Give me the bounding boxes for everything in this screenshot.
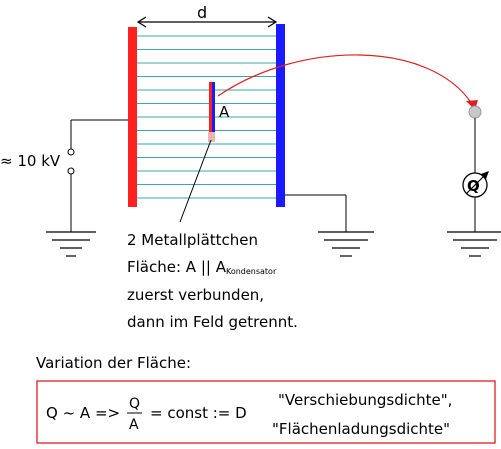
field-lines: [137, 35, 276, 199]
platelet-area-label: A: [219, 103, 230, 121]
voltage-terminal-bottom: [67, 167, 75, 175]
caption-line-3: zuerst verbunden,: [127, 286, 264, 304]
formula-rhs: = const := D: [150, 404, 247, 422]
negative-plate: [276, 24, 285, 207]
galvanometer-needle-head: [481, 171, 489, 179]
voltage-label: ≈ 10 kV: [0, 152, 61, 170]
caption-line-2: Fläche: A || AKondensator: [127, 258, 277, 276]
caption-line-1: 2 Metallplättchen: [127, 231, 258, 249]
variation-title: Variation der Fläche:: [36, 354, 191, 372]
formula-numerator: Q: [129, 396, 140, 412]
formula-name-2: "Flächenladungsdichte": [272, 420, 450, 438]
ground-galvanometer-icon: [447, 231, 501, 257]
formula-lhs: Q ~ A =>: [46, 404, 120, 422]
caption-pointer: [179, 139, 212, 223]
formula-name-1: "Verschiebungsdichte",: [278, 391, 452, 409]
galvanometer-input-terminal: [468, 105, 482, 119]
metal-platelet-red: [209, 82, 212, 132]
platelet-handle: [208, 132, 215, 142]
galvanometer-needle: [465, 173, 487, 195]
right-circuit: [285, 194, 347, 232]
transfer-arrow: [217, 54, 473, 105]
positive-plate: [128, 27, 137, 207]
gap-label: d: [197, 3, 207, 22]
left-circuit: [70, 119, 128, 232]
metal-platelet-blue: [212, 82, 215, 132]
formula-denominator: A: [129, 417, 139, 433]
formula-box: [36, 380, 496, 444]
caption-line-2-subscript: Kondensator: [226, 267, 277, 276]
ground-right-icon: [318, 231, 374, 257]
gap-dimension-arrow: [136, 16, 278, 28]
voltage-terminal-top: [67, 148, 75, 156]
caption-line-4: dann im Feld getrennt.: [127, 313, 298, 331]
ground-left-icon: [46, 231, 96, 257]
caption-line-2-main: Fläche: A || A: [127, 258, 227, 276]
